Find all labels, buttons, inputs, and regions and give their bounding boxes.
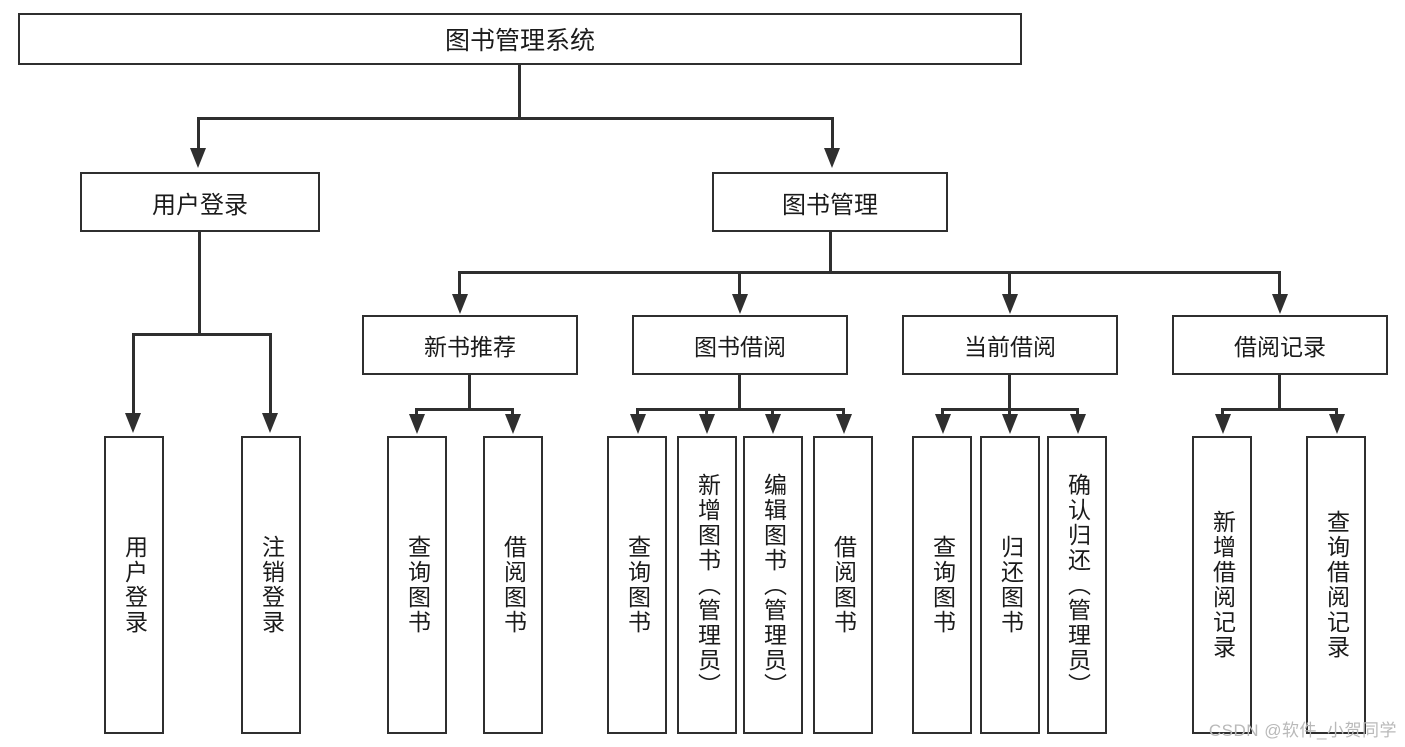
connector-bm-to-current-borrow	[1008, 271, 1011, 296]
node-label: 用户登录	[121, 535, 148, 635]
connector-new-book-to-leaf-2	[511, 408, 514, 416]
node-label: 查询图书	[624, 535, 651, 635]
node-label: 图书借阅	[694, 334, 786, 360]
node-current-borrow[interactable]: 当前借阅	[902, 315, 1118, 375]
node-book-management[interactable]: 图书管理	[712, 172, 948, 232]
node-leaf-add-book[interactable]: 新增图书（管理员）	[677, 436, 737, 734]
arrowhead-book-borrow-to-leaf-1	[630, 414, 646, 434]
arrowhead-bm-to-book-borrow	[732, 294, 748, 314]
connector-book-management-bus	[458, 271, 1281, 274]
connector-book-borrow-to-leaf-2	[705, 408, 708, 416]
connector-book-borrow-to-leaf-4	[842, 408, 845, 416]
node-label: 注销登录	[258, 535, 285, 635]
connector-bm-to-borrow-record	[1278, 271, 1281, 296]
arrowhead-current-borrow-to-leaf-3	[1070, 414, 1086, 434]
node-label: 确认归还（管理员）	[1064, 472, 1091, 698]
connector-new-book-stem	[468, 375, 471, 408]
connector-book-borrow-to-leaf-3	[771, 408, 774, 416]
connector-current-borrow-to-leaf-3	[1076, 408, 1079, 416]
node-book-borrow[interactable]: 图书借阅	[632, 315, 848, 375]
arrowhead-book-borrow-to-leaf-3	[765, 414, 781, 434]
connector-book-borrow-stem	[738, 375, 741, 408]
arrowhead-user-login-to-leaf-1	[125, 413, 141, 433]
connector-current-borrow-to-leaf-1	[941, 408, 944, 416]
node-label: 图书管理系统	[444, 27, 595, 55]
csdn-watermark: CSDN @软件_小贺同学	[1208, 721, 1397, 740]
connector-current-borrow-to-leaf-2	[1008, 408, 1011, 416]
arrowhead-bm-to-current-borrow	[1002, 294, 1018, 314]
node-label: 新书推荐	[424, 334, 516, 360]
node-label: 当前借阅	[964, 334, 1056, 360]
connector-book-management-stem	[829, 232, 832, 271]
arrowhead-book-borrow-to-leaf-2	[699, 414, 715, 434]
node-leaf-add-record[interactable]: 新增借阅记录	[1192, 436, 1252, 734]
node-label: 归还图书	[997, 535, 1024, 635]
connector-bm-to-new-book	[458, 271, 461, 296]
arrowhead-user-login-to-leaf-2	[262, 413, 278, 433]
arrowhead-bm-to-new-book	[452, 294, 468, 314]
connector-user-login-bus	[132, 333, 272, 336]
arrowhead-current-borrow-to-leaf-1	[935, 414, 951, 434]
node-label: 用户登录	[152, 191, 248, 219]
connector-current-borrow-stem	[1008, 375, 1011, 408]
node-leaf-query-book-3[interactable]: 查询图书	[912, 436, 972, 734]
connector-user-login-stem	[198, 232, 201, 333]
node-leaf-logout-login[interactable]: 注销登录	[241, 436, 301, 734]
node-label: 查询图书	[404, 535, 431, 635]
node-leaf-query-book-1[interactable]: 查询图书	[387, 436, 447, 734]
node-borrow-record[interactable]: 借阅记录	[1172, 315, 1388, 375]
node-label: 图书管理	[782, 191, 878, 219]
node-leaf-return-book[interactable]: 归还图书	[980, 436, 1040, 734]
node-leaf-user-login[interactable]: 用户登录	[104, 436, 164, 734]
connector-root-to-book-management	[831, 117, 834, 150]
connector-root-bus	[197, 117, 834, 120]
node-label: 借阅图书	[830, 535, 857, 635]
node-label: 新增借阅记录	[1209, 510, 1236, 660]
arrowhead-root-to-user-login	[190, 148, 206, 168]
node-label: 新增图书（管理员）	[694, 472, 721, 698]
connector-book-borrow-bus	[636, 408, 845, 411]
node-leaf-borrow-book-2[interactable]: 借阅图书	[813, 436, 873, 734]
connector-bm-to-book-borrow	[738, 271, 741, 296]
arrowhead-borrow-record-to-leaf-2	[1329, 414, 1345, 434]
node-leaf-query-record[interactable]: 查询借阅记录	[1306, 436, 1366, 734]
node-new-book-recommend[interactable]: 新书推荐	[362, 315, 578, 375]
connector-root-stem	[518, 65, 521, 117]
arrowhead-current-borrow-to-leaf-2	[1002, 414, 1018, 434]
arrowhead-borrow-record-to-leaf-1	[1215, 414, 1231, 434]
arrowhead-root-to-book-management	[824, 148, 840, 168]
node-leaf-query-book-2[interactable]: 查询图书	[607, 436, 667, 734]
connector-user-login-to-leaf-2	[269, 333, 272, 415]
node-label: 查询图书	[929, 535, 956, 635]
node-label: 借阅记录	[1234, 334, 1326, 360]
arrowhead-bm-to-borrow-record	[1272, 294, 1288, 314]
arrowhead-book-borrow-to-leaf-4	[836, 414, 852, 434]
node-leaf-borrow-book-1[interactable]: 借阅图书	[483, 436, 543, 734]
connector-root-to-user-login	[197, 117, 200, 150]
node-user-login[interactable]: 用户登录	[80, 172, 320, 232]
connector-borrow-record-to-leaf-1	[1221, 408, 1224, 416]
node-leaf-edit-book[interactable]: 编辑图书（管理员）	[743, 436, 803, 734]
connector-new-book-to-leaf-1	[415, 408, 418, 416]
node-label: 查询借阅记录	[1323, 510, 1350, 660]
connector-borrow-record-bus	[1221, 408, 1338, 411]
connector-borrow-record-stem	[1278, 375, 1281, 408]
node-root-system[interactable]: 图书管理系统	[18, 13, 1022, 65]
node-label: 编辑图书（管理员）	[760, 472, 787, 698]
node-leaf-confirm-return[interactable]: 确认归还（管理员）	[1047, 436, 1107, 734]
connector-new-book-bus	[415, 408, 514, 411]
node-label: 借阅图书	[500, 535, 527, 635]
arrowhead-new-book-to-leaf-1	[409, 414, 425, 434]
connector-user-login-to-leaf-1	[132, 333, 135, 415]
arrowhead-new-book-to-leaf-2	[505, 414, 521, 434]
connector-book-borrow-to-leaf-1	[636, 408, 639, 416]
connector-borrow-record-to-leaf-2	[1335, 408, 1338, 416]
